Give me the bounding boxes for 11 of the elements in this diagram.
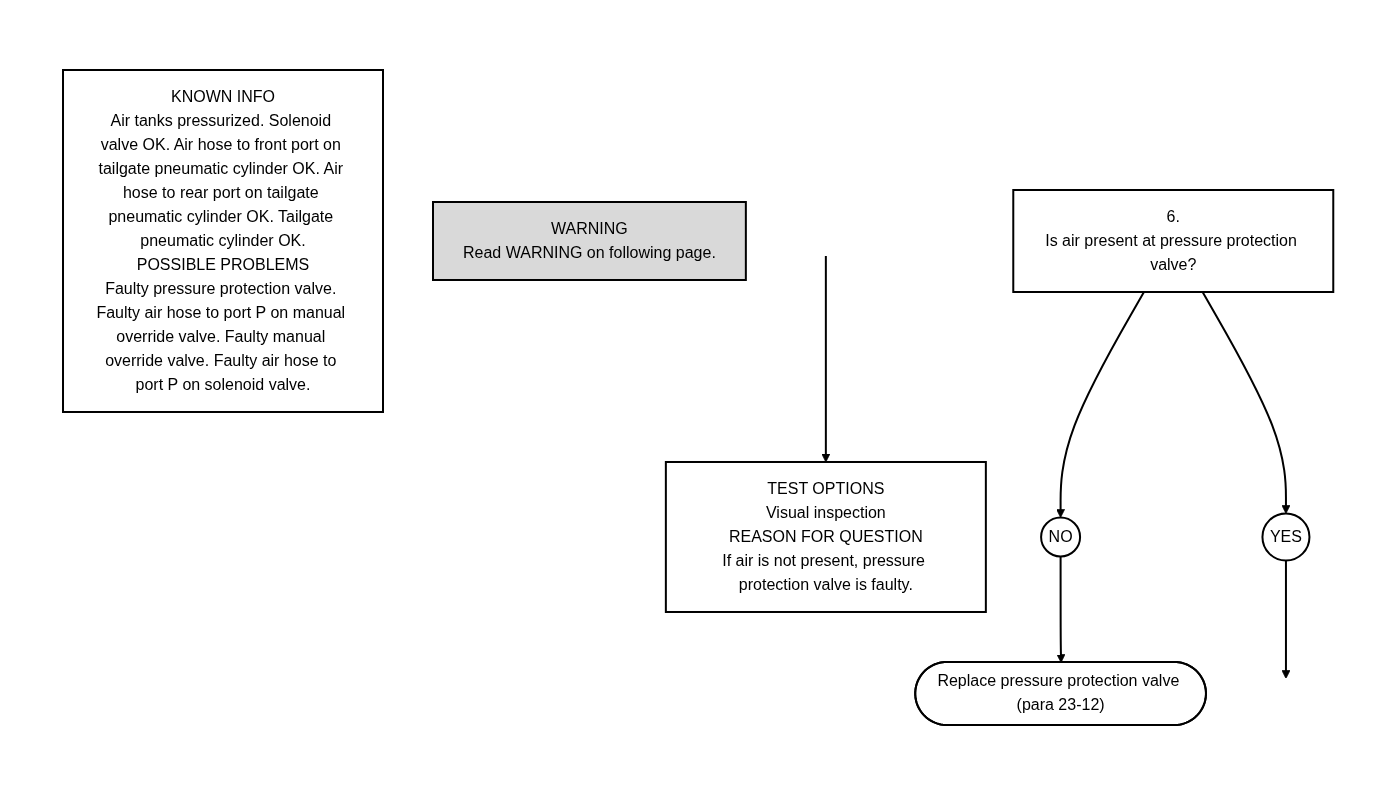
node-circle: YES — [1261, 512, 1311, 561]
node-box: TEST OPTIONS Visual inspection REASON FOR QUESTION If air is not present, pressure protection valve is faulty. — [665, 460, 988, 613]
arrow — [1056, 290, 1146, 518]
arrow — [1201, 290, 1291, 514]
node-box: WARNING Read WARNING on following page. — [432, 200, 748, 281]
arrow — [1281, 559, 1291, 679]
node-box: KNOWN INFO Air tanks pressurized. Solenoid valve OK. Air hose to front port on tailgate pneumatic cylinder OK. Air hose to rear port on tailgate pneumatic cylinder OK. Tailgate pneumatic cylinder OK. POSSIBLE PROBLEMS Faulty pressure protection valve. Faulty air hose to port P on manual override valve. Faulty manual override valve. Faulty air hose to port P on solenoid valve. — [62, 68, 385, 413]
node-box: 6. Is air present at pressure protection valve? — [1012, 188, 1335, 293]
node-circle: NO — [1040, 516, 1082, 557]
arrow — [1056, 555, 1066, 663]
arrow — [821, 254, 831, 462]
